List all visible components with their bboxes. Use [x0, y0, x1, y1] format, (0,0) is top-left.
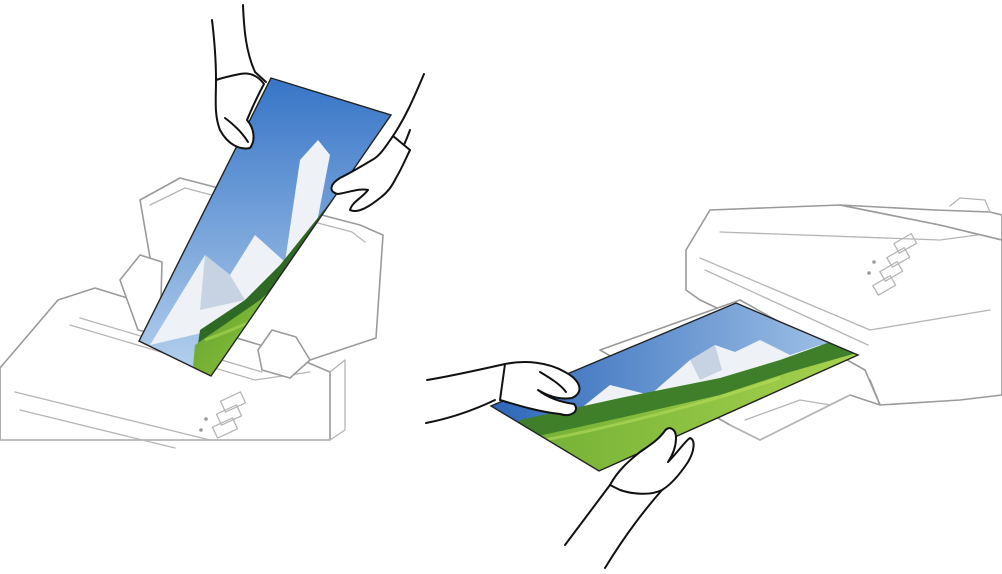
scanner-feeding-illustration: [0, 0, 1002, 574]
